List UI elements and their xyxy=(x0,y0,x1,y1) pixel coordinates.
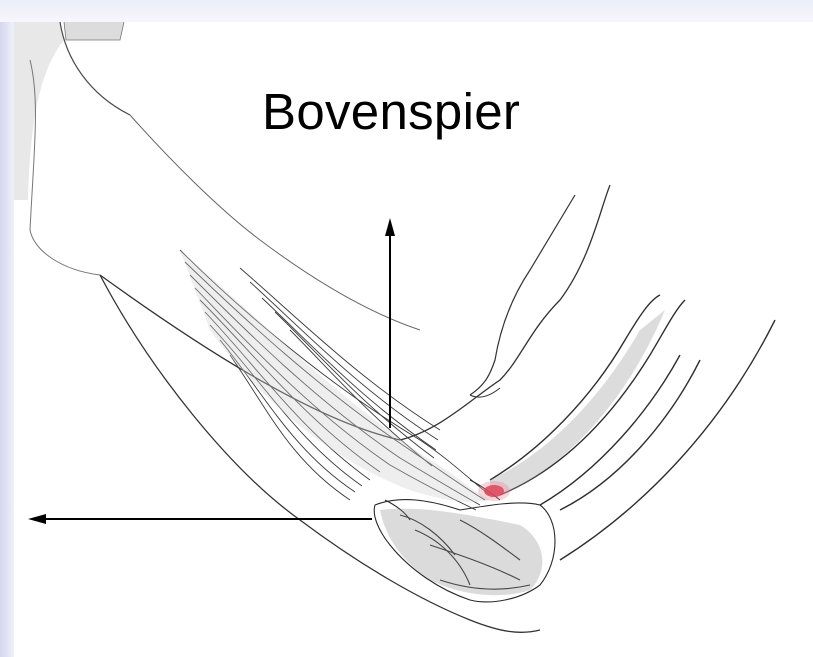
arrow-up xyxy=(385,218,395,428)
arrow-left xyxy=(28,514,372,524)
shoulder-shading xyxy=(14,22,64,200)
elbow-shading xyxy=(380,509,542,596)
elbow-crease-inner xyxy=(470,388,500,397)
shoulder-edge xyxy=(30,60,100,275)
epicondyle-highlight-glow xyxy=(478,481,510,501)
elbow-crease xyxy=(470,195,575,395)
arm-upper-contour xyxy=(100,185,610,440)
arm-top-contour xyxy=(130,115,420,330)
shoulder-top xyxy=(64,22,124,40)
diagram-label: Bovenspier xyxy=(262,86,520,137)
forearm-shading xyxy=(490,310,665,498)
